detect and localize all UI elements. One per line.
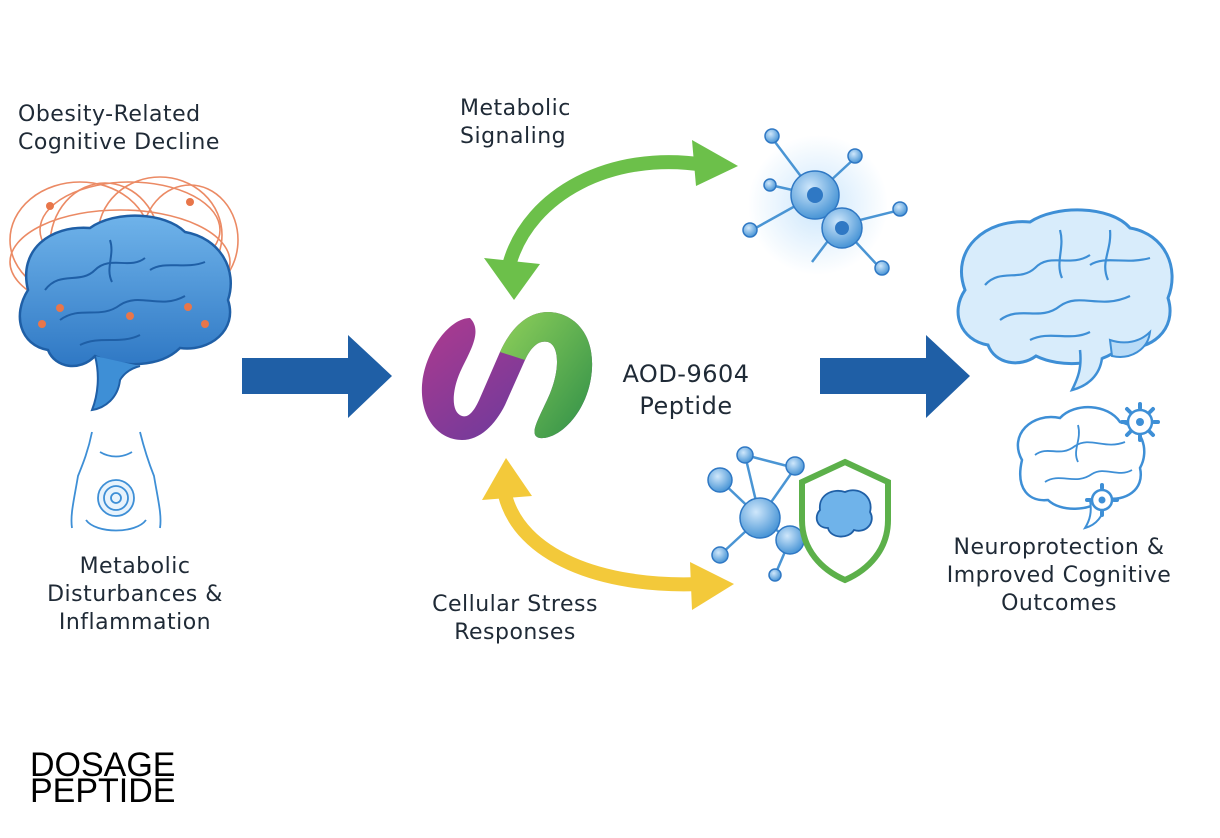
label-line: Peptide (639, 392, 733, 420)
brand-line-1: DOSAGE (30, 746, 176, 784)
peptide-logo-icon (421, 312, 593, 440)
brain-gears-icon (1016, 402, 1160, 530)
label-line: Outcomes (1001, 591, 1117, 616)
label-line: Neuroprotection & (953, 535, 1165, 560)
label-obesity-cognitive-decline: Obesity-Related Cognitive Decline (18, 101, 220, 157)
label-metabolic-signaling: Metabolic Signaling (460, 95, 571, 151)
label-line: Cellular Stress (432, 592, 598, 617)
label-line: Inflammation (58, 610, 212, 635)
label-line: Responses (454, 620, 576, 645)
label-line: AOD-9604 (622, 360, 750, 388)
neuron-shield-icon (707, 446, 891, 584)
label-aod-9604-peptide: AOD-9604 Peptide (598, 358, 774, 422)
label-line: Cognitive Decline (18, 130, 220, 155)
brain-with-waves-icon (9, 176, 239, 412)
arrow-left-to-center (242, 335, 392, 418)
label-cellular-stress: Cellular Stress Responses (405, 591, 625, 647)
brand-line-2: PEPTIDE (30, 772, 176, 810)
label-line: Obesity-Related (18, 102, 201, 127)
arrow-center-to-right (820, 335, 970, 418)
label-line: Metabolic (79, 554, 191, 579)
neuron-cluster-icon (742, 128, 908, 276)
abdomen-icon (70, 431, 162, 532)
label-line: Metabolic (460, 96, 571, 121)
label-line: Disturbances & (47, 582, 223, 607)
healthy-brain-icon (956, 208, 1174, 392)
label-neuroprotection: Neuroprotection & Improved Cognitive Out… (926, 534, 1192, 618)
cellular-stress-arrow (482, 458, 734, 610)
metabolic-signaling-arrow (484, 140, 738, 300)
label-metabolic-disturbances: Metabolic Disturbances & Inflammation (20, 553, 250, 637)
label-line: Signaling (460, 124, 567, 149)
brand-logo-text: DOSAGE PEPTIDE (30, 746, 176, 810)
label-line: Improved Cognitive (946, 563, 1172, 588)
